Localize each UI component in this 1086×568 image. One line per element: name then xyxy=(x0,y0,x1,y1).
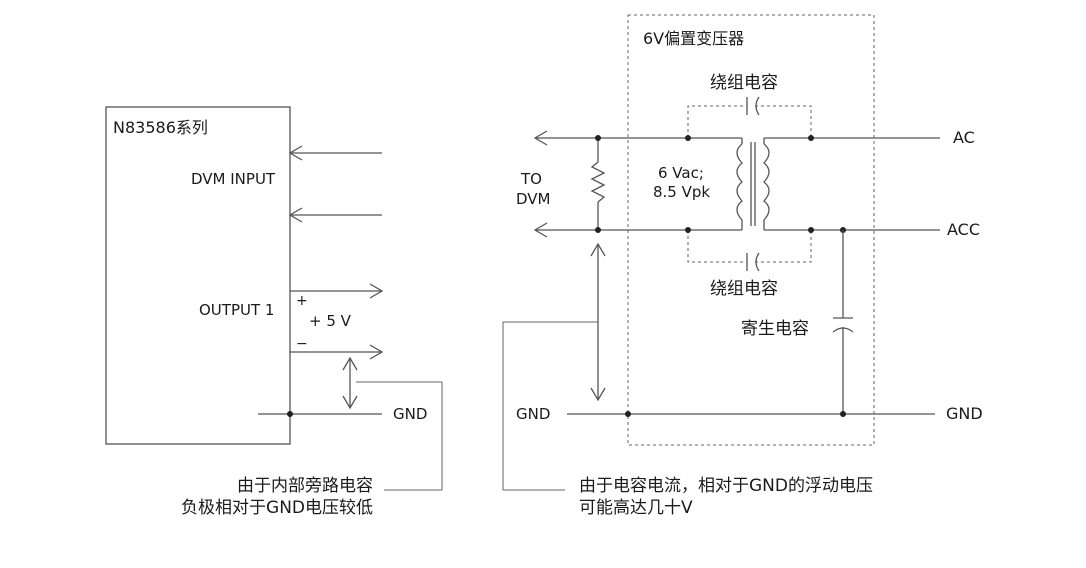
floating-voltage-arrowhead-top xyxy=(590,242,606,257)
to-label: TO xyxy=(520,170,542,188)
left-note-line1: 由于内部旁路电容 xyxy=(237,476,373,496)
output-label: OUTPUT 1 xyxy=(199,301,274,319)
winding-cap-bottom-path xyxy=(687,230,747,263)
output-minus-sign: − xyxy=(296,336,308,352)
voltage-double-arrow-head-bottom xyxy=(342,395,358,410)
dvm-input-arrowhead-bottom xyxy=(288,207,303,223)
output-voltage-label: + 5 V xyxy=(309,312,352,330)
dvm-label: DVM xyxy=(516,190,551,208)
floating-voltage-arrowhead-bottom xyxy=(590,387,606,402)
dvm-input-arrowhead-top xyxy=(288,145,303,161)
right-circuit: 6V偏置变压器 绕组电容 绕组电容 TO DVM xyxy=(502,14,983,518)
acc-junction-winding xyxy=(808,227,814,233)
primary-junction-top xyxy=(685,135,691,141)
winding-cap-bottom-label: 绕组电容 xyxy=(710,279,778,299)
dvm-input-label: DVM INPUT xyxy=(191,170,276,188)
left-note-callout-line xyxy=(356,381,443,491)
winding-cap-bottom-path-right xyxy=(755,230,812,263)
device-title: N83586系列 xyxy=(113,118,208,137)
winding-cap-bottom-plate-b xyxy=(755,252,760,272)
right-gnd-right-label: GND xyxy=(946,404,983,423)
output-plus-sign: + xyxy=(296,293,308,309)
vac-label: 6 Vac; xyxy=(658,164,704,182)
left-circuit: N83586系列 DVM INPUT OUTPUT 1 + − + 5 V GN… xyxy=(105,106,443,518)
right-gnd-junction-left xyxy=(625,411,631,417)
winding-cap-top-plate-b xyxy=(755,96,760,116)
resistor-junction-bottom xyxy=(595,227,601,233)
primary-winding xyxy=(736,143,743,221)
transformer-title: 6V偏置变压器 xyxy=(643,29,744,48)
output-arrowhead-top xyxy=(369,283,384,299)
to-dvm-arrowhead-bottom xyxy=(533,222,548,238)
vpk-label: 8.5 Vpk xyxy=(653,183,710,201)
left-gnd-junction xyxy=(287,411,293,417)
right-gnd-junction-right xyxy=(840,411,846,417)
winding-cap-top-path xyxy=(687,105,747,138)
resistor xyxy=(590,161,606,203)
primary-junction-bottom xyxy=(685,227,691,233)
acc-label: ACC xyxy=(947,220,980,239)
resistor-junction-top xyxy=(595,135,601,141)
output-arrowhead-bottom xyxy=(369,344,384,360)
secondary-winding xyxy=(763,143,770,221)
winding-cap-top-label: 绕组电容 xyxy=(710,73,778,93)
ac-label: AC xyxy=(953,128,975,147)
parasitic-cap-label: 寄生电容 xyxy=(741,319,809,339)
voltage-double-arrow-head-top xyxy=(342,356,358,371)
right-note-line2: 可能高达几十V xyxy=(579,498,693,518)
right-note-line1: 由于电容电流，相对于GND的浮动电压 xyxy=(579,476,873,496)
left-note-line2: 负极相对于GND电压较低 xyxy=(181,498,373,518)
ac-junction xyxy=(808,135,814,141)
right-gnd-left-label: GND xyxy=(516,405,550,423)
left-gnd-label: GND xyxy=(393,405,427,423)
right-note-callout-line xyxy=(502,321,598,491)
to-dvm-arrowhead-top xyxy=(533,130,548,146)
winding-cap-top-path-right xyxy=(755,105,812,138)
n83586-device-box xyxy=(105,106,291,445)
